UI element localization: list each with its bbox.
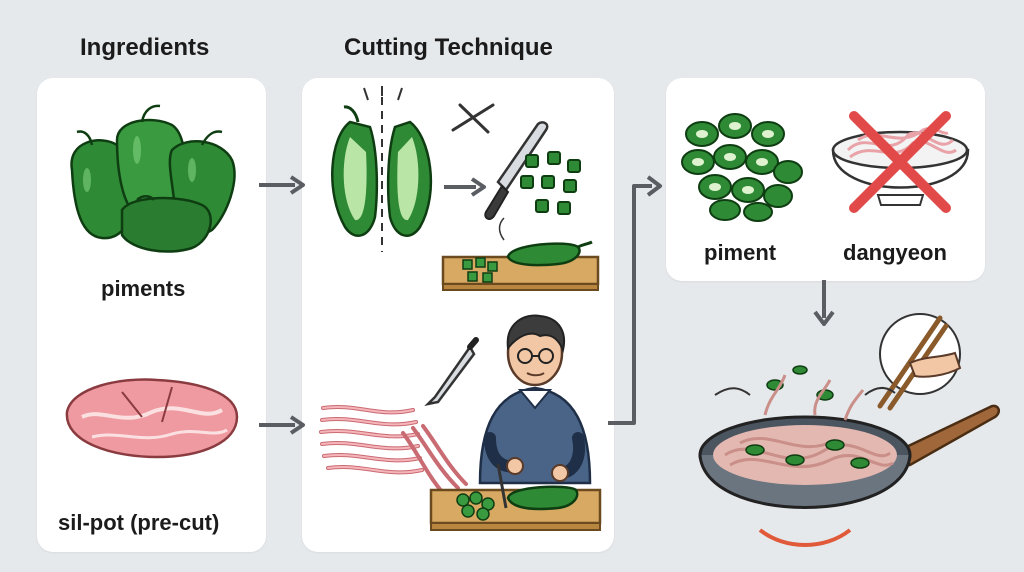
cutting-technique-heading: Cutting Technique bbox=[344, 34, 553, 61]
arrow-icon bbox=[259, 415, 305, 435]
chef-person-icon bbox=[478, 314, 592, 485]
arrow-icon bbox=[259, 175, 305, 195]
pepper-rings-icon bbox=[681, 113, 803, 222]
silpot-label: sil-pot (pre-cut) bbox=[58, 510, 220, 535]
arrow-icon bbox=[444, 177, 486, 197]
cutting-board-icon bbox=[441, 217, 600, 291]
scissors-icon bbox=[451, 103, 495, 134]
green-pepper-icon bbox=[70, 104, 236, 253]
diced-pepper-icon bbox=[520, 151, 581, 215]
piments-label: piments bbox=[101, 276, 186, 301]
dangyeon-label: dangyeon bbox=[843, 240, 947, 265]
halved-pepper-icon bbox=[331, 86, 433, 252]
knife-icon bbox=[424, 337, 479, 407]
ingredients-heading: Ingredients bbox=[80, 34, 210, 61]
piment-label: piment bbox=[704, 240, 777, 265]
cross-mark-icon bbox=[849, 111, 951, 213]
arrow-icon bbox=[813, 280, 835, 326]
cutting-board-icon bbox=[429, 463, 602, 531]
knife-icon bbox=[484, 121, 549, 220]
noodle-bowl-icon bbox=[831, 127, 970, 206]
pork-meat-icon bbox=[65, 378, 239, 459]
wok-icon bbox=[698, 365, 1001, 547]
chopsticks-icon bbox=[877, 313, 962, 411]
sliced-meat-icon bbox=[319, 405, 468, 495]
arrow-icon bbox=[608, 175, 662, 425]
